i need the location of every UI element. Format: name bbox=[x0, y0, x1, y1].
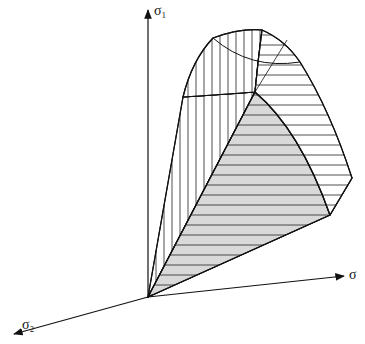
hydrostatic-axis-extension bbox=[255, 40, 287, 92]
cap-arc bbox=[213, 38, 300, 64]
cap-right-hatch bbox=[255, 30, 352, 215]
sigma2-axis bbox=[14, 297, 148, 334]
pyramid bbox=[148, 30, 352, 297]
cap-left bbox=[183, 30, 262, 97]
cap-left-hatch bbox=[183, 30, 262, 97]
axis-label: σ₂ bbox=[22, 318, 34, 332]
cap-right bbox=[255, 30, 352, 215]
hydrostatic-axis bbox=[148, 92, 255, 297]
sigma1-axis bbox=[147, 10, 148, 297]
axis-label: σ₁ bbox=[154, 4, 166, 18]
axis-label: σ bbox=[349, 268, 357, 282]
